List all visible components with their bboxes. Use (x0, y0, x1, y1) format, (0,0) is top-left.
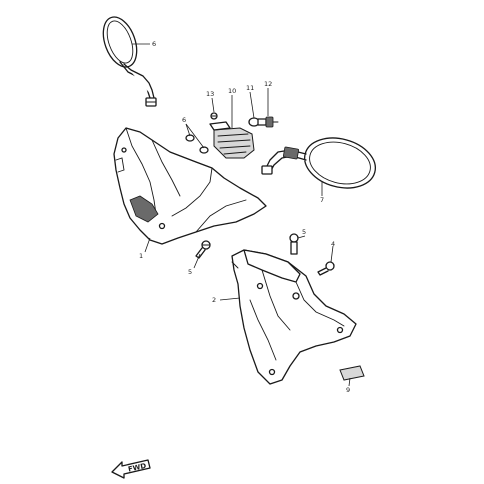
callout-5-right: 5 (302, 228, 306, 236)
callout-11: 11 (246, 84, 254, 92)
callout-7: 7 (320, 196, 324, 204)
bulb-icon (248, 117, 267, 127)
callout-10: 10 (228, 87, 236, 95)
forward-arrow-icon: FWD (111, 459, 151, 479)
right-mirror (261, 137, 376, 189)
callout-1: 1 (139, 252, 143, 260)
direction-label: FWD (127, 462, 147, 474)
callout-8: 6 (152, 40, 156, 48)
callout-4: 4 (331, 240, 335, 248)
turn-signal-assembly (209, 112, 279, 159)
bolt-icon (317, 261, 335, 276)
callout-2: 2 (212, 296, 216, 304)
screw-icon (210, 112, 218, 120)
callout-6: 6 (182, 116, 186, 124)
screw-icon (289, 233, 299, 255)
leader-lines (132, 43, 351, 387)
inner-panel (231, 249, 357, 385)
socket-icon (265, 116, 279, 128)
screw-icon (195, 240, 211, 259)
label-plate (339, 365, 365, 381)
front-cowling (113, 127, 267, 245)
grommet-icon (185, 134, 209, 154)
left-mirror (102, 16, 157, 107)
callout-13: 13 (206, 90, 214, 98)
callout-5-left: 5 (188, 268, 192, 276)
callout-12: 12 (264, 80, 272, 88)
callouts: 6 6 13 10 11 12 7 1 5 2 5 4 9 (139, 40, 350, 394)
callout-9: 9 (346, 386, 350, 394)
